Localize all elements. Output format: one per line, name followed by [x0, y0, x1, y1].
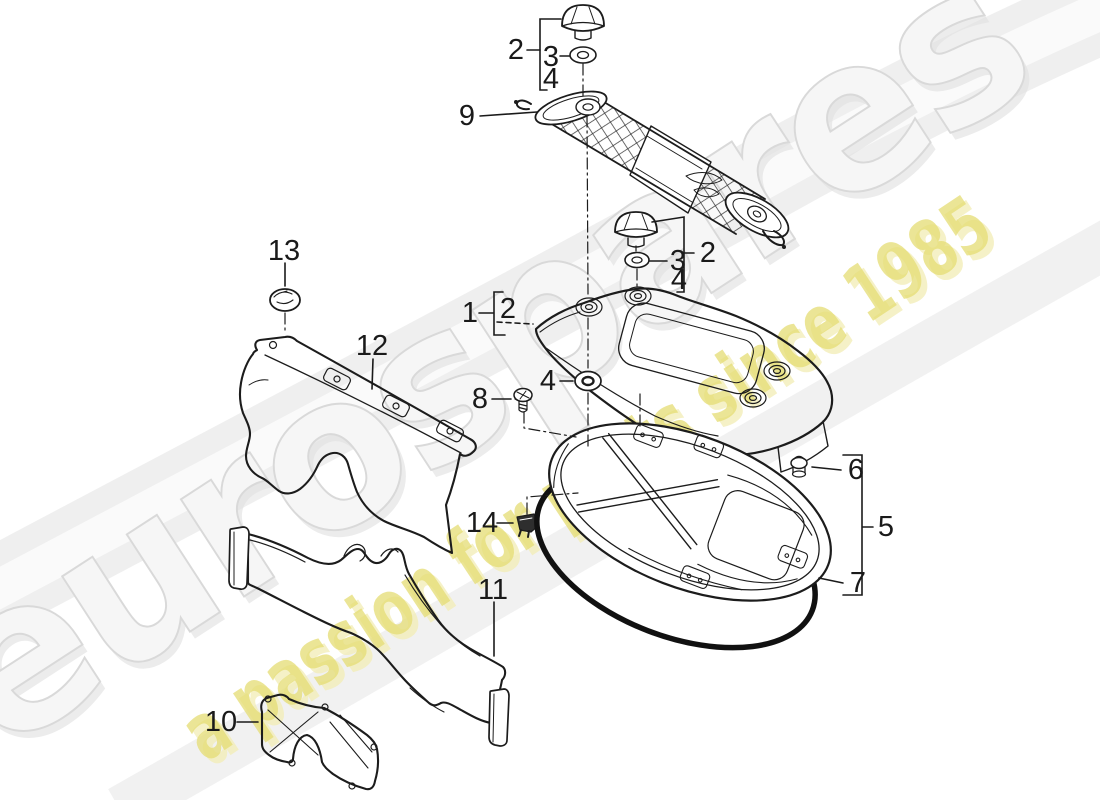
callout-13[interactable]: 13 — [268, 235, 300, 267]
watermark-brand: eurospares — [0, 0, 1068, 798]
callout-2-cover[interactable]: 2 — [500, 293, 516, 325]
callout-4-top[interactable]: 4 — [543, 63, 559, 95]
callout-10[interactable]: 10 — [205, 706, 237, 738]
assembly-axis-lines — [284, 63, 641, 515]
callout-1[interactable]: 1 — [462, 297, 478, 329]
callout-bracket-cover — [478, 291, 506, 336]
callout-11[interactable]: 11 — [478, 574, 508, 606]
part-washer — [574, 370, 602, 392]
callout-14[interactable]: 14 — [466, 507, 498, 539]
top-washer — [569, 46, 597, 64]
part-clip-nut — [790, 455, 808, 478]
callout-12[interactable]: 12 — [356, 330, 388, 362]
mid-washer — [624, 251, 650, 269]
part-knob-fastener-top — [561, 4, 605, 64]
callouts: 2 3 4 9 2 3 4 1 2 4 8 13 12 14 10 — [205, 18, 894, 738]
part-plug — [269, 288, 301, 312]
part-luggage-net — [514, 90, 790, 249]
part-front-panel — [238, 335, 477, 555]
callout-2-top[interactable]: 2 — [508, 34, 524, 66]
drawing — [228, 4, 834, 791]
part-lid-panel — [548, 422, 832, 602]
net-hook-left — [515, 99, 532, 111]
callout-6[interactable]: 6 — [848, 454, 864, 486]
watermark-swoosh-core — [0, 0, 1100, 620]
part-clip — [516, 513, 540, 538]
callout-7[interactable]: 7 — [850, 567, 866, 599]
part-knob-fastener-mid — [614, 211, 658, 269]
net-hook-right — [762, 230, 785, 247]
callout-2-mid[interactable]: 2 — [700, 237, 716, 269]
part-screw — [513, 387, 533, 413]
callout-5[interactable]: 5 — [878, 511, 894, 543]
part-side-panel — [228, 526, 510, 747]
callout-9[interactable]: 9 — [459, 100, 475, 132]
callout-4-mid[interactable]: 4 — [671, 264, 687, 296]
side-panel-left-fin — [228, 526, 250, 591]
callout-bracket-mid — [651, 216, 695, 293]
cover-grommets — [575, 286, 791, 408]
side-panel-right-fin — [488, 688, 510, 747]
callout-bracket-lid — [842, 454, 874, 596]
callout-8[interactable]: 8 — [472, 383, 488, 415]
part-bracket-panel — [260, 693, 380, 791]
callout-3-top[interactable]: 3 — [543, 41, 559, 73]
callout-bracket-top — [539, 18, 562, 91]
callout-3-mid[interactable]: 3 — [670, 245, 686, 277]
callout-4-washer[interactable]: 4 — [540, 365, 556, 397]
